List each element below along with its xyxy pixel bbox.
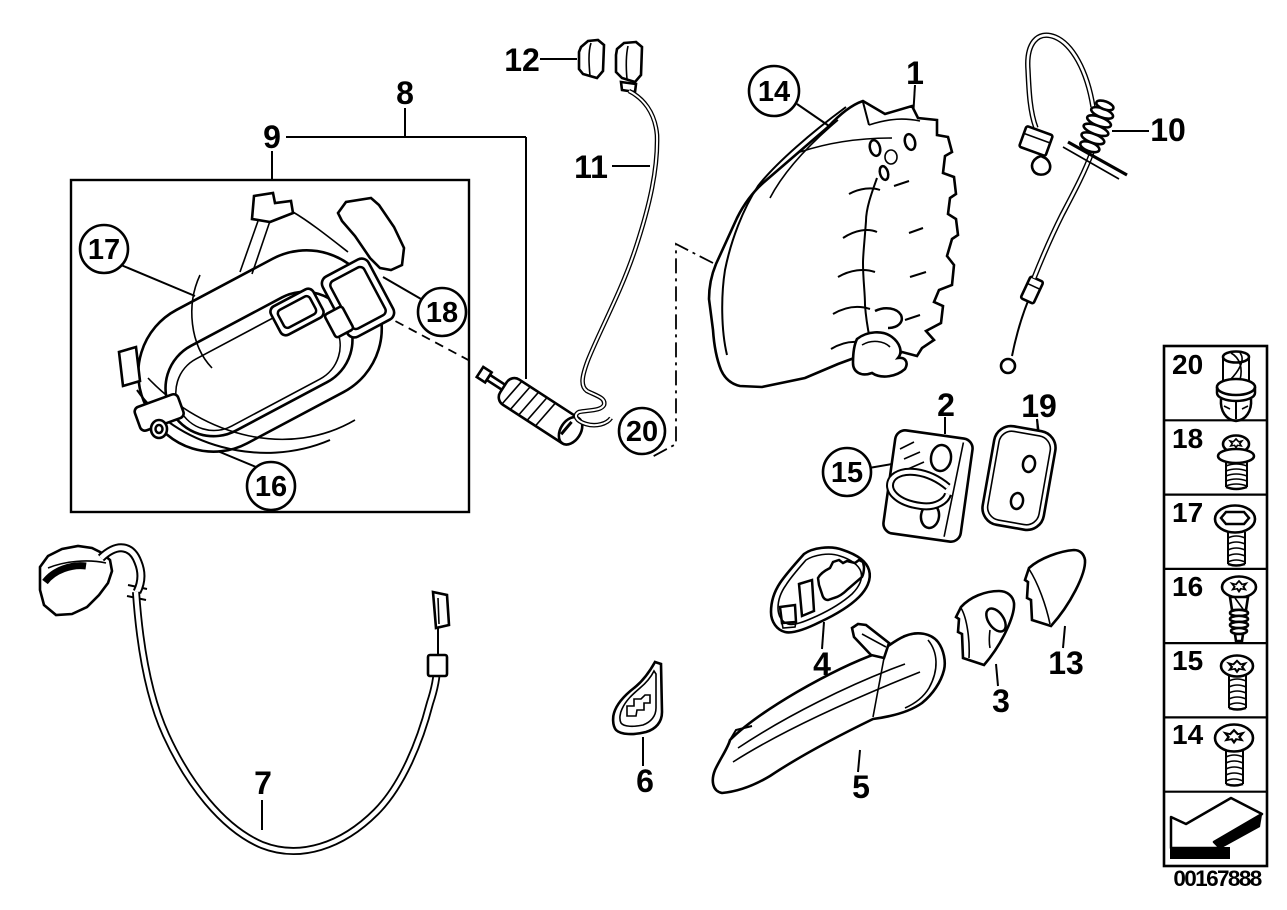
svg-text:20: 20 <box>1172 349 1203 380</box>
svg-text:18: 18 <box>426 297 458 329</box>
svg-text:7: 7 <box>254 765 272 801</box>
svg-text:5: 5 <box>852 769 870 805</box>
svg-text:19: 19 <box>1021 388 1057 424</box>
svg-text:17: 17 <box>88 234 120 266</box>
svg-text:12: 12 <box>504 42 540 78</box>
svg-text:16: 16 <box>255 471 287 503</box>
svg-text:2: 2 <box>937 387 955 423</box>
svg-text:9: 9 <box>263 119 281 155</box>
svg-text:17: 17 <box>1172 497 1203 528</box>
svg-text:3: 3 <box>992 683 1010 719</box>
svg-text:13: 13 <box>1048 645 1084 681</box>
svg-text:18: 18 <box>1172 423 1203 454</box>
svg-text:14: 14 <box>758 76 790 108</box>
svg-text:6: 6 <box>636 763 654 799</box>
svg-text:11: 11 <box>574 149 608 185</box>
svg-text:4: 4 <box>813 646 831 682</box>
svg-text:15: 15 <box>831 457 863 489</box>
svg-text:14: 14 <box>1172 719 1204 750</box>
svg-text:16: 16 <box>1172 571 1203 602</box>
svg-text:1: 1 <box>906 55 924 91</box>
svg-text:15: 15 <box>1172 645 1203 676</box>
svg-text:00167888: 00167888 <box>1173 866 1261 891</box>
svg-text:8: 8 <box>396 75 414 111</box>
svg-text:10: 10 <box>1150 112 1186 148</box>
svg-text:20: 20 <box>626 416 658 448</box>
